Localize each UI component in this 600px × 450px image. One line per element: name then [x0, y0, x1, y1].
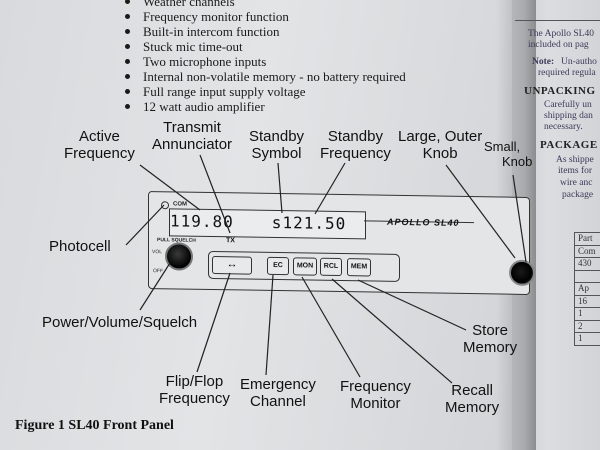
leader-active	[139, 164, 201, 211]
figure-caption: Figure 1 SL40 Front Panel	[15, 418, 174, 433]
leader-small-knob	[512, 174, 527, 263]
right-page-line: required regula	[538, 68, 596, 78]
right-page-line: included on pag	[528, 40, 589, 50]
section-heading: UNPACKING	[524, 85, 596, 97]
right-page-line: The Apollo SL40	[528, 29, 594, 39]
right-page-line: Carefully un	[544, 100, 592, 110]
bullet-icon	[125, 74, 130, 79]
feature-item: Weather channels	[123, 0, 406, 9]
callout-frequency-monitor: Frequency Monitor	[340, 378, 411, 412]
parts-table: Part Com 430 Ap 16 1 2 1	[574, 232, 600, 346]
callout-transmit-annunciator: Transmit Annunciator	[152, 119, 233, 153]
feature-item: Frequency monitor function	[123, 9, 406, 24]
feature-item: Two microphone inputs	[123, 54, 406, 69]
leader-monitor	[301, 276, 361, 378]
table-row: 1	[574, 332, 600, 346]
leader-power	[139, 262, 171, 311]
leader-flip	[196, 272, 231, 373]
callout-small-knob: Small, Knob	[484, 139, 533, 169]
right-page-line: necessary.	[544, 122, 583, 132]
leader-standby-symbol	[277, 162, 283, 214]
callout-store-memory: Store Memory	[463, 322, 518, 356]
bullet-icon	[125, 44, 130, 49]
note-label: Note:	[532, 57, 555, 67]
bullet-icon	[125, 104, 130, 109]
right-page-line: package	[562, 190, 594, 200]
right-page-rule	[515, 20, 600, 21]
leader-recall	[331, 278, 453, 384]
callout-standby-symbol: Standby Symbol	[249, 128, 305, 162]
callout-outer-knob: Large, Outer Knob	[398, 128, 483, 162]
callout-flip-flop: Flip/Flop Frequency	[159, 373, 230, 407]
leader-emergency	[265, 274, 274, 376]
bullet-icon	[125, 89, 130, 94]
right-page-line: As shippe	[556, 155, 594, 165]
feature-item: Internal non-volatile memory - no batter…	[123, 69, 406, 84]
right-page-line: Un-autho	[561, 57, 597, 67]
leader-store	[357, 279, 467, 331]
right-page-line: shipping dan	[544, 111, 593, 121]
bullet-icon	[125, 59, 130, 64]
right-page-line: items for	[558, 166, 593, 176]
section-heading: PACKAGE	[540, 139, 598, 151]
bullet-icon	[125, 14, 130, 19]
leader-standby-frequency	[314, 162, 346, 215]
feature-list: Weather channels Frequency monitor funct…	[123, 0, 406, 114]
feature-item: Full range input supply voltage	[123, 84, 406, 99]
feature-item: Built-in intercom function	[123, 24, 406, 39]
right-page-line: wire anc	[560, 178, 593, 188]
leader-transmit	[199, 154, 231, 234]
leader-photocell	[125, 204, 165, 246]
callout-emergency-channel: Emergency Channel	[240, 376, 316, 410]
callout-power-volume-squelch: Power/Volume/Squelch	[42, 314, 198, 331]
feature-item: Stuck mic time-out	[123, 39, 406, 54]
feature-item: 12 watt audio amplifier	[123, 99, 406, 114]
bullet-icon	[125, 29, 130, 34]
callout-recall-memory: Recall Memory	[445, 382, 500, 416]
bullet-icon	[125, 0, 130, 4]
callout-active-frequency: Active Frequency	[64, 128, 135, 162]
leader-outer-knob	[445, 164, 516, 259]
callout-photocell: Photocell	[49, 238, 111, 255]
callout-standby-frequency: Standby Frequency	[320, 128, 391, 162]
